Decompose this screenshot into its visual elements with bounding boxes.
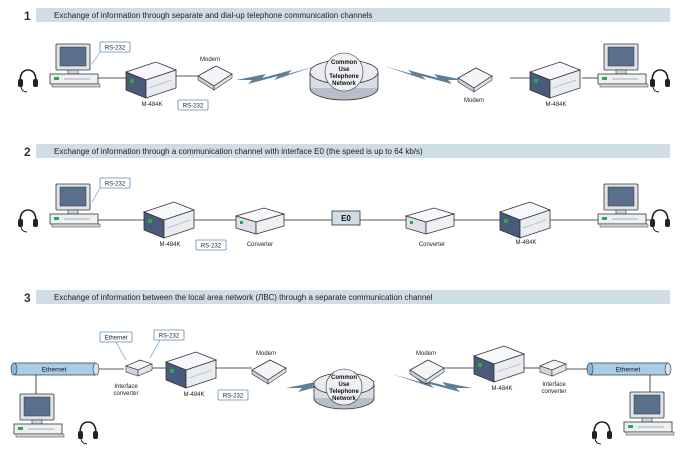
section-banner [36,144,670,158]
ethernet-pipe: Ethernet [10,362,100,376]
section-banner [36,290,670,304]
lightning-link-icon [236,66,316,84]
cloud-network-icon: Common Use Telephone Network [309,52,379,101]
rs232-tag: RS-232 [159,334,180,340]
workstation-icon [623,391,675,436]
workstation-icon [597,43,649,88]
device-label: M-484K [545,102,566,108]
section-banner [36,8,670,22]
network-label-line: Common [331,60,357,66]
modem-icon [457,67,493,93]
e0-interface-box: E0 [331,210,361,226]
workstation-icon [49,183,101,228]
router-icon [165,351,217,389]
workstation-icon [13,393,65,438]
converter-icon [405,207,455,235]
device-label: M-484K [183,392,204,398]
network-label-line: Use [338,67,350,73]
section-title: Exchange of information through separate… [54,11,372,20]
headset-icon [649,209,671,233]
network-label-line: Telephone [329,74,359,80]
router-icon [529,61,581,99]
rs232-tag: RS-232 [105,46,126,52]
headset-icon [17,209,39,233]
section-2: 2 Exchange of information through a comm… [17,144,671,251]
network-label-line: Telephone [329,389,359,395]
ethernet-label: Ethernet [42,367,67,374]
converter-label: Converter [419,242,445,248]
interface-converter-label: Interface [114,384,138,390]
section-number: 1 [24,9,31,23]
modem-label: Modem [416,351,436,357]
section-number: 3 [24,291,31,305]
section-title: Exchange of information through a commun… [54,147,423,156]
workstation-icon [49,43,101,88]
network-label-line: Common [331,375,357,381]
modem-label: Modem [200,57,220,63]
network-label-line: Network [332,396,356,402]
converter-label: Converter [247,242,273,248]
router-icon [143,201,195,239]
headset-icon [17,69,39,93]
rs232-tag: RS-232 [183,104,204,110]
network-label-line: Network [332,81,356,87]
interface-converter-icon [539,359,567,377]
modem-label: Modem [256,351,276,357]
modem-label: Modem [464,98,484,104]
ethernet-pipe: Ethernet [586,362,672,376]
network-label-line: Use [338,382,350,388]
device-label: M-484K [515,240,536,246]
rs232-tag: RS-232 [223,394,244,400]
workstation-icon [597,183,649,228]
e0-label: E0 [341,214,351,223]
modem-icon [251,359,287,385]
rs232-tag: RS-232 [105,182,126,188]
ethernet-label: Ethernet [616,367,641,374]
section-number: 2 [24,145,31,159]
section-3: 3 Exchange of information between the lo… [10,290,675,445]
device-label: M-484K [491,386,512,392]
interface-converter-icon [125,359,153,377]
device-label: M-484K [141,102,162,108]
rs232-tag: RS-232 [201,244,222,250]
ethernet-tag: Ethernet [105,336,128,342]
router-icon [499,201,551,239]
device-label: M-484K [159,242,180,248]
section-title: Exchange of information between the loca… [54,293,433,302]
lightning-link-icon [384,66,464,84]
interface-converter-label: converter [541,389,566,395]
interface-converter-label: Interface [542,382,566,388]
interface-converter-label: converter [113,391,138,397]
headset-icon [649,69,671,93]
modem-icon [409,359,445,385]
router-icon [473,345,525,383]
cloud-network-icon: Common Use Telephone Network [313,368,375,410]
headset-icon [77,421,99,445]
section-1: 1 Exchange of information through separa… [17,8,671,111]
router-icon [125,61,177,99]
modem-icon [197,65,233,91]
headset-icon [591,421,613,445]
converter-icon [235,207,285,235]
